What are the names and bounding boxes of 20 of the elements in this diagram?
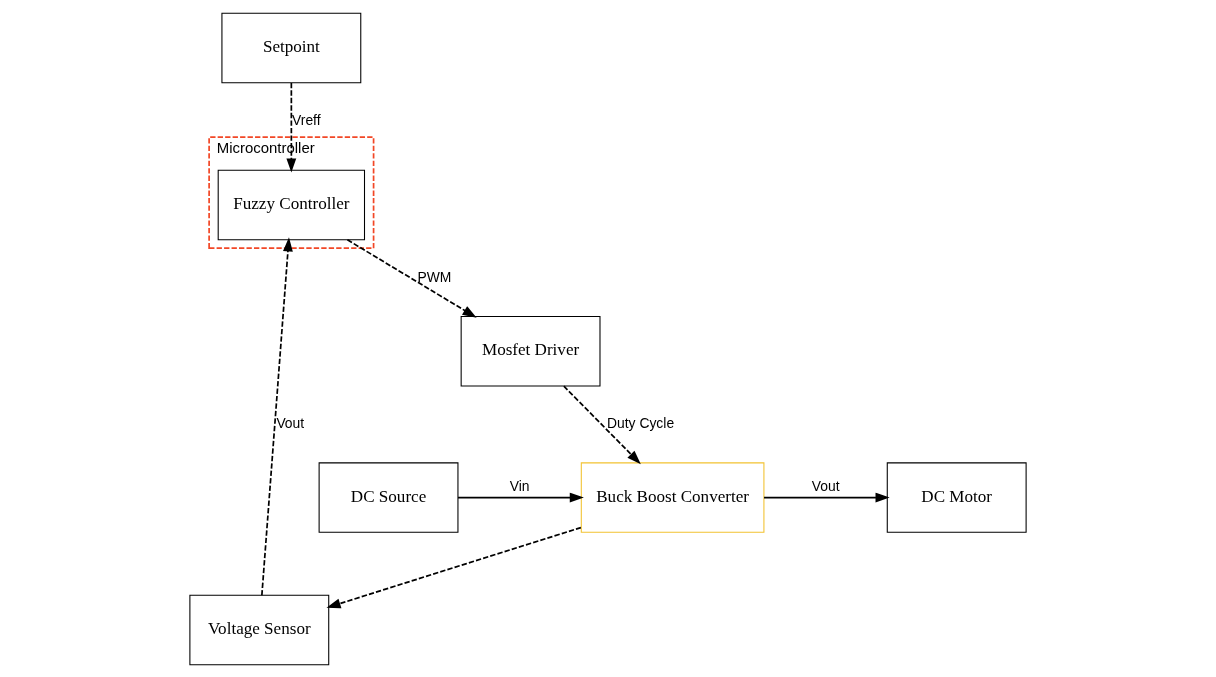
node-box: Setpoint: [221, 12, 362, 83]
edge-label: Vin: [509, 477, 530, 494]
edge-label: Vout: [811, 477, 840, 494]
edge-label: PWM: [417, 268, 452, 285]
arrow: [763, 492, 890, 503]
edge-label: Duty Cycle: [607, 414, 675, 431]
node-box: DC Motor: [886, 461, 1027, 533]
arrow: [261, 236, 293, 596]
arrow: [286, 81, 297, 173]
node-box: DC Source: [318, 461, 459, 533]
node-box: Fuzzy Controller: [217, 169, 366, 240]
arrow: [563, 384, 641, 464]
node-box: Mosfet Driver: [460, 315, 601, 387]
arrow: [346, 238, 477, 318]
node-box: Buck Boost Converter: [580, 461, 765, 533]
node-box: Voltage Sensor: [189, 594, 330, 665]
arrow: [457, 492, 584, 503]
edge-label: Vout: [276, 414, 305, 431]
edge-label: Vreff: [292, 111, 321, 128]
arrow: [326, 526, 582, 608]
